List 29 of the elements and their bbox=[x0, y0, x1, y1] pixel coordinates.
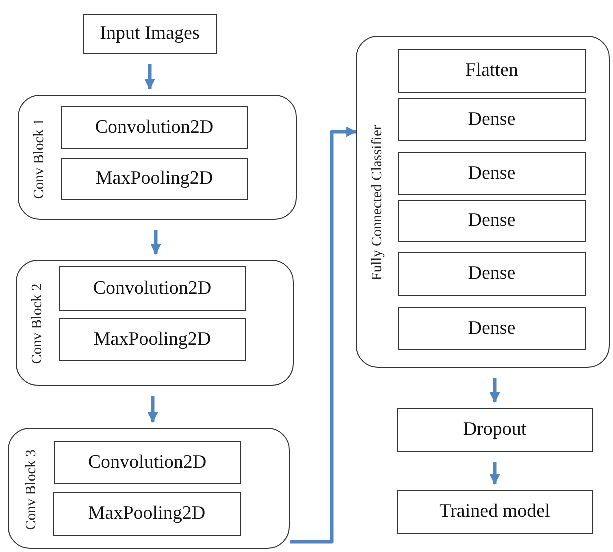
arrow bbox=[290, 126, 358, 544]
arrow bbox=[490, 462, 500, 486]
layer-box: MaxPooling2D bbox=[59, 318, 246, 361]
arrow bbox=[150, 230, 162, 256]
layer-box: Dense bbox=[398, 152, 586, 195]
layer-box: MaxPooling2D bbox=[53, 492, 241, 536]
arrow bbox=[490, 378, 500, 404]
group-label: Conv Block 3 bbox=[23, 449, 40, 530]
layer-box: Flatten bbox=[398, 49, 586, 93]
layer-box: Dense bbox=[398, 307, 586, 350]
arrow bbox=[144, 64, 156, 90]
layer-box: Dense bbox=[398, 98, 586, 141]
layer-box: Dropout bbox=[397, 408, 593, 452]
group-box bbox=[16, 260, 294, 386]
group-box bbox=[8, 428, 290, 549]
layer-box: Input Images bbox=[83, 14, 217, 54]
group-label: Conv Block 1 bbox=[32, 118, 48, 199]
layer-box: Trained model bbox=[397, 490, 593, 534]
layer-box: Dense bbox=[398, 200, 586, 242]
group-box bbox=[356, 36, 610, 368]
group-label: Conv Block 2 bbox=[30, 284, 46, 364]
layer-box: Dense bbox=[398, 252, 586, 296]
layer-box: Convolution2D bbox=[61, 106, 248, 149]
layer-box: Convolution2D bbox=[54, 441, 241, 484]
group-label: Fully Connected Classifier bbox=[369, 125, 386, 281]
group-box bbox=[18, 95, 297, 220]
layer-box: MaxPooling2D bbox=[61, 158, 248, 200]
arrow bbox=[148, 396, 158, 424]
layer-box: Convolution2D bbox=[59, 266, 246, 311]
